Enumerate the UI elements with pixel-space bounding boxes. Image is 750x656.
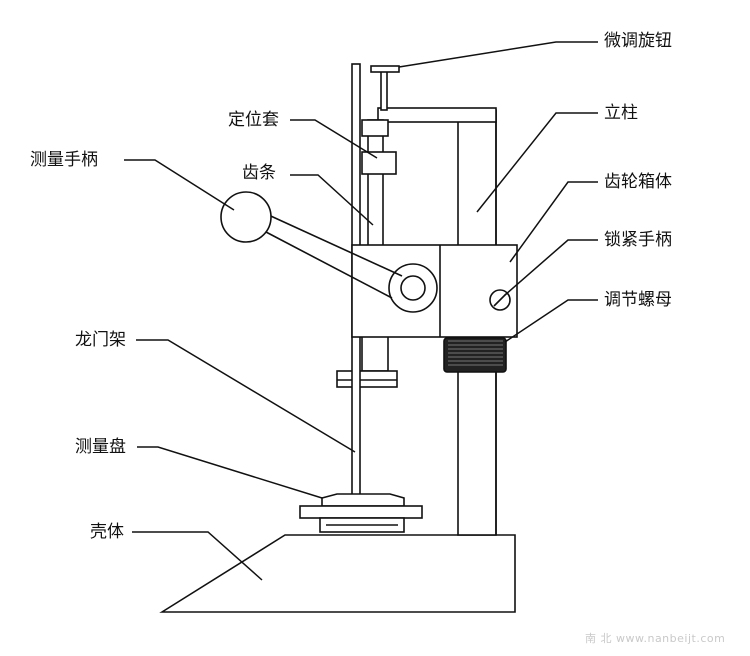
leader-column — [476, 112, 598, 213]
fine-knob-stem — [380, 69, 388, 111]
leader-gearbox — [509, 181, 598, 263]
label-adjust-nut: 调节螺母 — [604, 290, 672, 310]
label-lock-handle: 锁紧手柄 — [604, 230, 672, 250]
label-measure-handle: 测量手柄 — [30, 150, 98, 170]
measure-handle-arm-top — [261, 211, 403, 277]
label-measure-plate: 测量盘 — [75, 437, 126, 457]
measure-plate-table — [299, 505, 423, 519]
top-bracket — [377, 107, 497, 123]
measure-plate-upper — [321, 493, 405, 507]
watermark: 南 北 www.nanbeijt.com — [585, 632, 726, 645]
leader-adjust-nut — [504, 299, 598, 343]
spindle-lower — [361, 334, 389, 372]
label-rack: 齿条 — [242, 163, 276, 183]
leader-fine-knob — [398, 41, 598, 68]
fine-knob-cap — [370, 65, 400, 73]
locating-sleeve-upper — [361, 119, 389, 137]
label-gantry-frame: 龙门架 — [75, 330, 126, 350]
label-gearbox: 齿轮箱体 — [604, 172, 672, 192]
lower-sleeve — [336, 370, 398, 388]
label-locating-sleeve: 定位套 — [228, 110, 279, 130]
leader-housing — [132, 531, 263, 581]
label-column: 立柱 — [604, 103, 638, 123]
measure-handle-ball — [220, 191, 272, 243]
adjust-nut-knurling — [448, 340, 503, 366]
leader-rack — [290, 174, 374, 226]
label-fine-knob: 微调旋钮 — [604, 31, 672, 51]
leader-lock-handle — [504, 239, 598, 296]
leader-locating-sleeve — [290, 119, 378, 159]
leader-gantry-frame — [136, 339, 356, 453]
measure-handle-arm-bottom — [265, 231, 393, 299]
leader-measure-handle — [124, 159, 235, 211]
housing-body — [159, 534, 516, 613]
adjust-nut-body — [443, 337, 507, 373]
label-housing: 壳体 — [90, 522, 124, 542]
leader-measure-plate — [137, 446, 323, 499]
lock-handle-mark — [493, 293, 507, 307]
handle-pivot-inner — [400, 275, 426, 301]
locating-sleeve — [361, 151, 397, 175]
